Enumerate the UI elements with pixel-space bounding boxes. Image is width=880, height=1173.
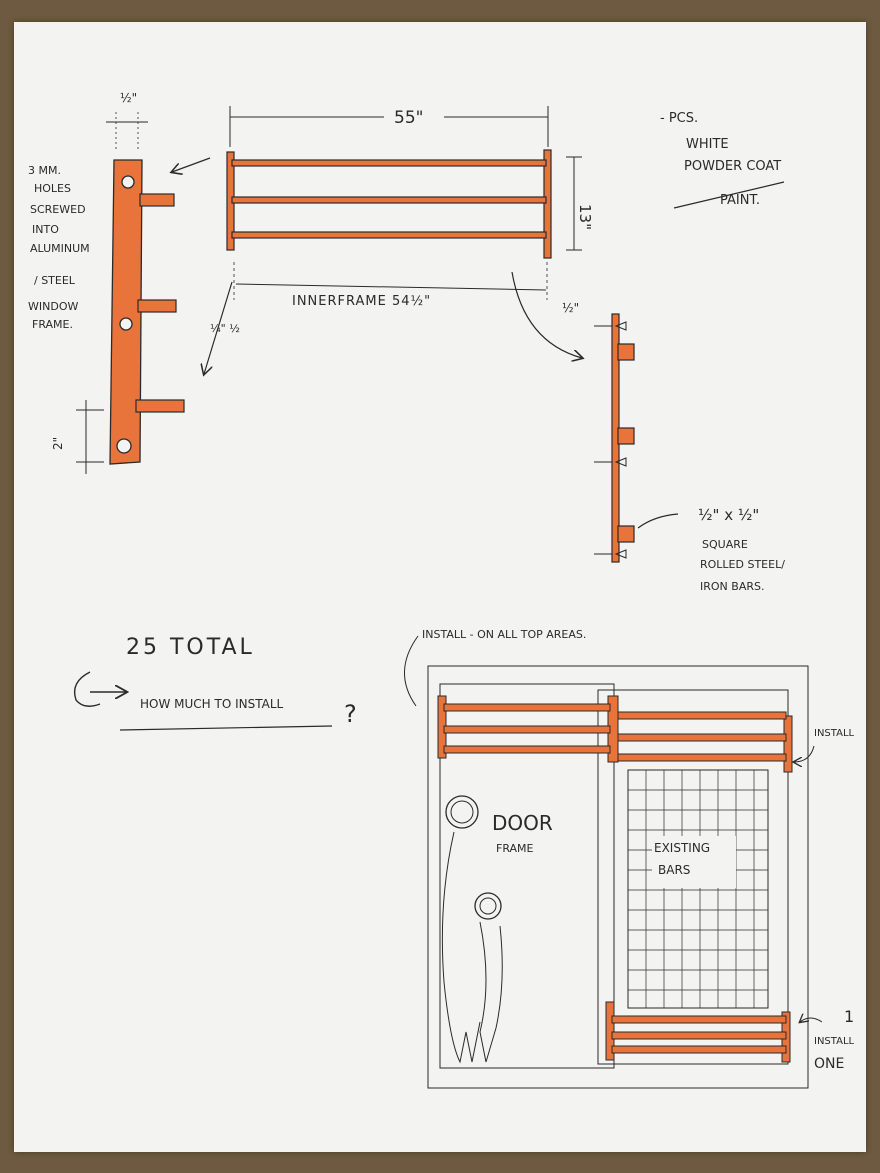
mount-note-line-1: 3 MM. [28,164,61,177]
inner-frame-label: INNERFRAME 54½" [292,294,431,309]
bar-stub-top [139,193,175,207]
paper-sheet: 55" 13" INNERFRAME 54½" ½" ¼" ½ ½" [14,22,866,1152]
bar-size-label: ½" x ½" [698,506,759,524]
right-post [543,149,552,259]
bottom-install-bar-2 [611,1031,787,1040]
install-question-label: HOW MUCH TO INSTALL [140,697,284,711]
mount-note-line-6: / STEEL [34,274,76,287]
bars-label: BARS [658,863,690,877]
width-label: 55" [394,108,423,128]
mount-hole-bottom [116,438,132,454]
install-right-note: INSTALL [814,728,855,739]
section-bar-bottom [617,525,635,543]
install-one-line-3: ONE [814,1056,844,1072]
top-install-bar-3 [443,745,611,754]
existing-label: EXISTING [654,841,710,855]
front-elevation: 55" 13" INNERFRAME 54½" ½" ¼" ½ [172,106,594,374]
bar-stub-bottom [135,399,185,413]
mount-hole-middle [119,317,133,331]
door-frame [439,683,615,1069]
top-install-bar-6 [617,753,787,762]
install-one-count: 1 [844,1007,854,1026]
middle-bar [231,196,547,204]
mount-note-line-8: FRAME. [32,318,73,331]
mount-note-line-2: HOLES [34,182,71,195]
door-elevation: INSTALL - ON ALL TOP AREAS. [404,628,855,1089]
section-bar-top [617,343,635,361]
install-top-note: INSTALL - ON ALL TOP AREAS. [422,628,586,641]
bottom-install-bar-1 [611,1015,787,1024]
mounting-flat-bar [109,159,143,465]
mount-note-line-5: ALUMINUM [30,242,90,255]
spacing-label: 2" [51,437,65,450]
paint-note-line-4: PAINT. [720,193,760,208]
mount-note-line-7: WINDOW [28,300,78,313]
svg-text:?: ? [344,700,357,728]
top-bar [231,159,547,167]
sketch-drawing: 55" 13" INNERFRAME 54½" ½" ¼" ½ ½" [28,91,855,1089]
side-half-label: ½" [120,91,137,105]
paint-note-line-2: WHITE [686,137,729,152]
section-bar-middle [617,427,635,445]
door-ornament-upper [445,795,479,829]
mount-note-line-3: SCREWED [30,203,86,216]
frame-label: FRAME [496,842,534,855]
bar-note-line-2: SQUARE [702,538,748,551]
total-label: 25 TOTAL [126,635,255,660]
top-install-bar-2 [443,725,611,734]
bar-note-line-4: IRON BARS. [700,580,764,593]
outer-wall-frame [427,665,809,1089]
inner-frame-dimension-line [235,283,547,291]
bar-note-line-3: ROLLED STEEL/ [700,558,785,571]
bottom-quarter-label: ¼" ½ [210,322,240,335]
arrow-down-left [204,281,233,374]
door-label: DOOR [492,811,553,835]
top-install-bar-5 [617,733,787,742]
mount-hole-top [121,175,135,189]
door-ornament-lower [474,892,502,920]
existing-bars-grid [627,769,769,1009]
height-label: 13" [576,204,594,230]
paint-note: - PCS. WHITE POWDER COAT PAINT. [660,111,785,209]
bottom-bar [231,231,547,239]
paint-note-line-3: POWDER COAT [684,159,781,174]
section-detail: ½" x ½" SQUARE ROLLED STEEL/ IRON BARS. [594,313,785,593]
paint-note-line-1: - PCS. [660,111,698,126]
top-install-bar-4 [617,711,787,720]
right-half-label: ½" [562,301,579,315]
top-install-bar-1 [443,703,611,712]
mount-note-line-4: INTO [32,223,59,236]
window-frame [597,689,789,1065]
arrow-to-side-detail [172,157,211,172]
side-mount-detail: ½" 2" 3 MM. HOLES SCREWED INTO ALUMINUM … [28,91,185,474]
quantity-note: 25 TOTAL HOW MUCH TO INSTALL ? [73,635,357,731]
bar-stub-middle [137,299,177,313]
curved-arrow-to-section [511,271,582,358]
bottom-install-bar-3 [611,1045,787,1054]
install-one-line-2: INSTALL [814,1036,855,1047]
